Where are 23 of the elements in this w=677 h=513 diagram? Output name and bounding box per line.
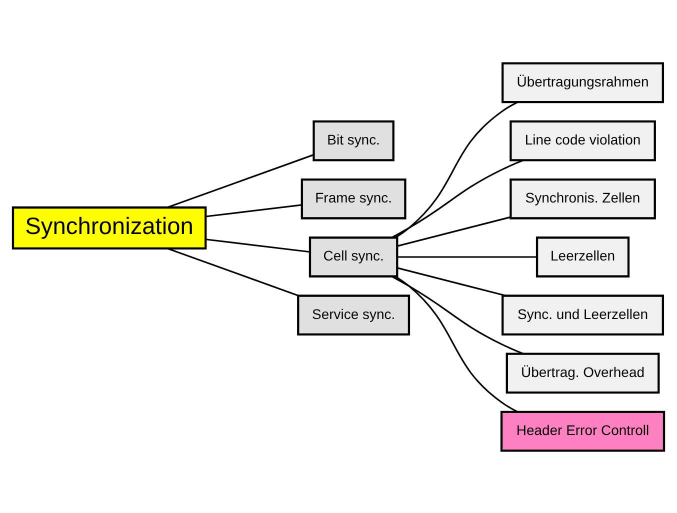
node-box: Service sync. [297, 294, 410, 336]
node-box: Line code violation [510, 120, 656, 161]
connector [397, 256, 537, 258]
node-box: Bit sync. [312, 120, 394, 161]
node-box: Übertragungsrahmen [502, 62, 664, 103]
connector [392, 275, 524, 354]
node-box: Übertrag. Overhead [506, 352, 660, 394]
connector [167, 154, 314, 208]
connector [395, 101, 518, 238]
connector [206, 204, 302, 217]
node-box: Frame sync. [300, 178, 406, 219]
connector [397, 266, 506, 296]
node-box: Synchronis. Zellen [510, 178, 656, 219]
connector [397, 216, 511, 246]
node-box: Leerzellen [536, 236, 630, 277]
node-box: Sync. und Leerzellen [502, 294, 664, 336]
node-box: Cell sync. [308, 236, 398, 277]
connector [395, 275, 518, 412]
connector [392, 159, 524, 238]
connector [167, 247, 299, 296]
connector [206, 238, 310, 252]
node-box: Header Error Controll [500, 410, 666, 452]
node-box: Synchronization [12, 206, 207, 249]
